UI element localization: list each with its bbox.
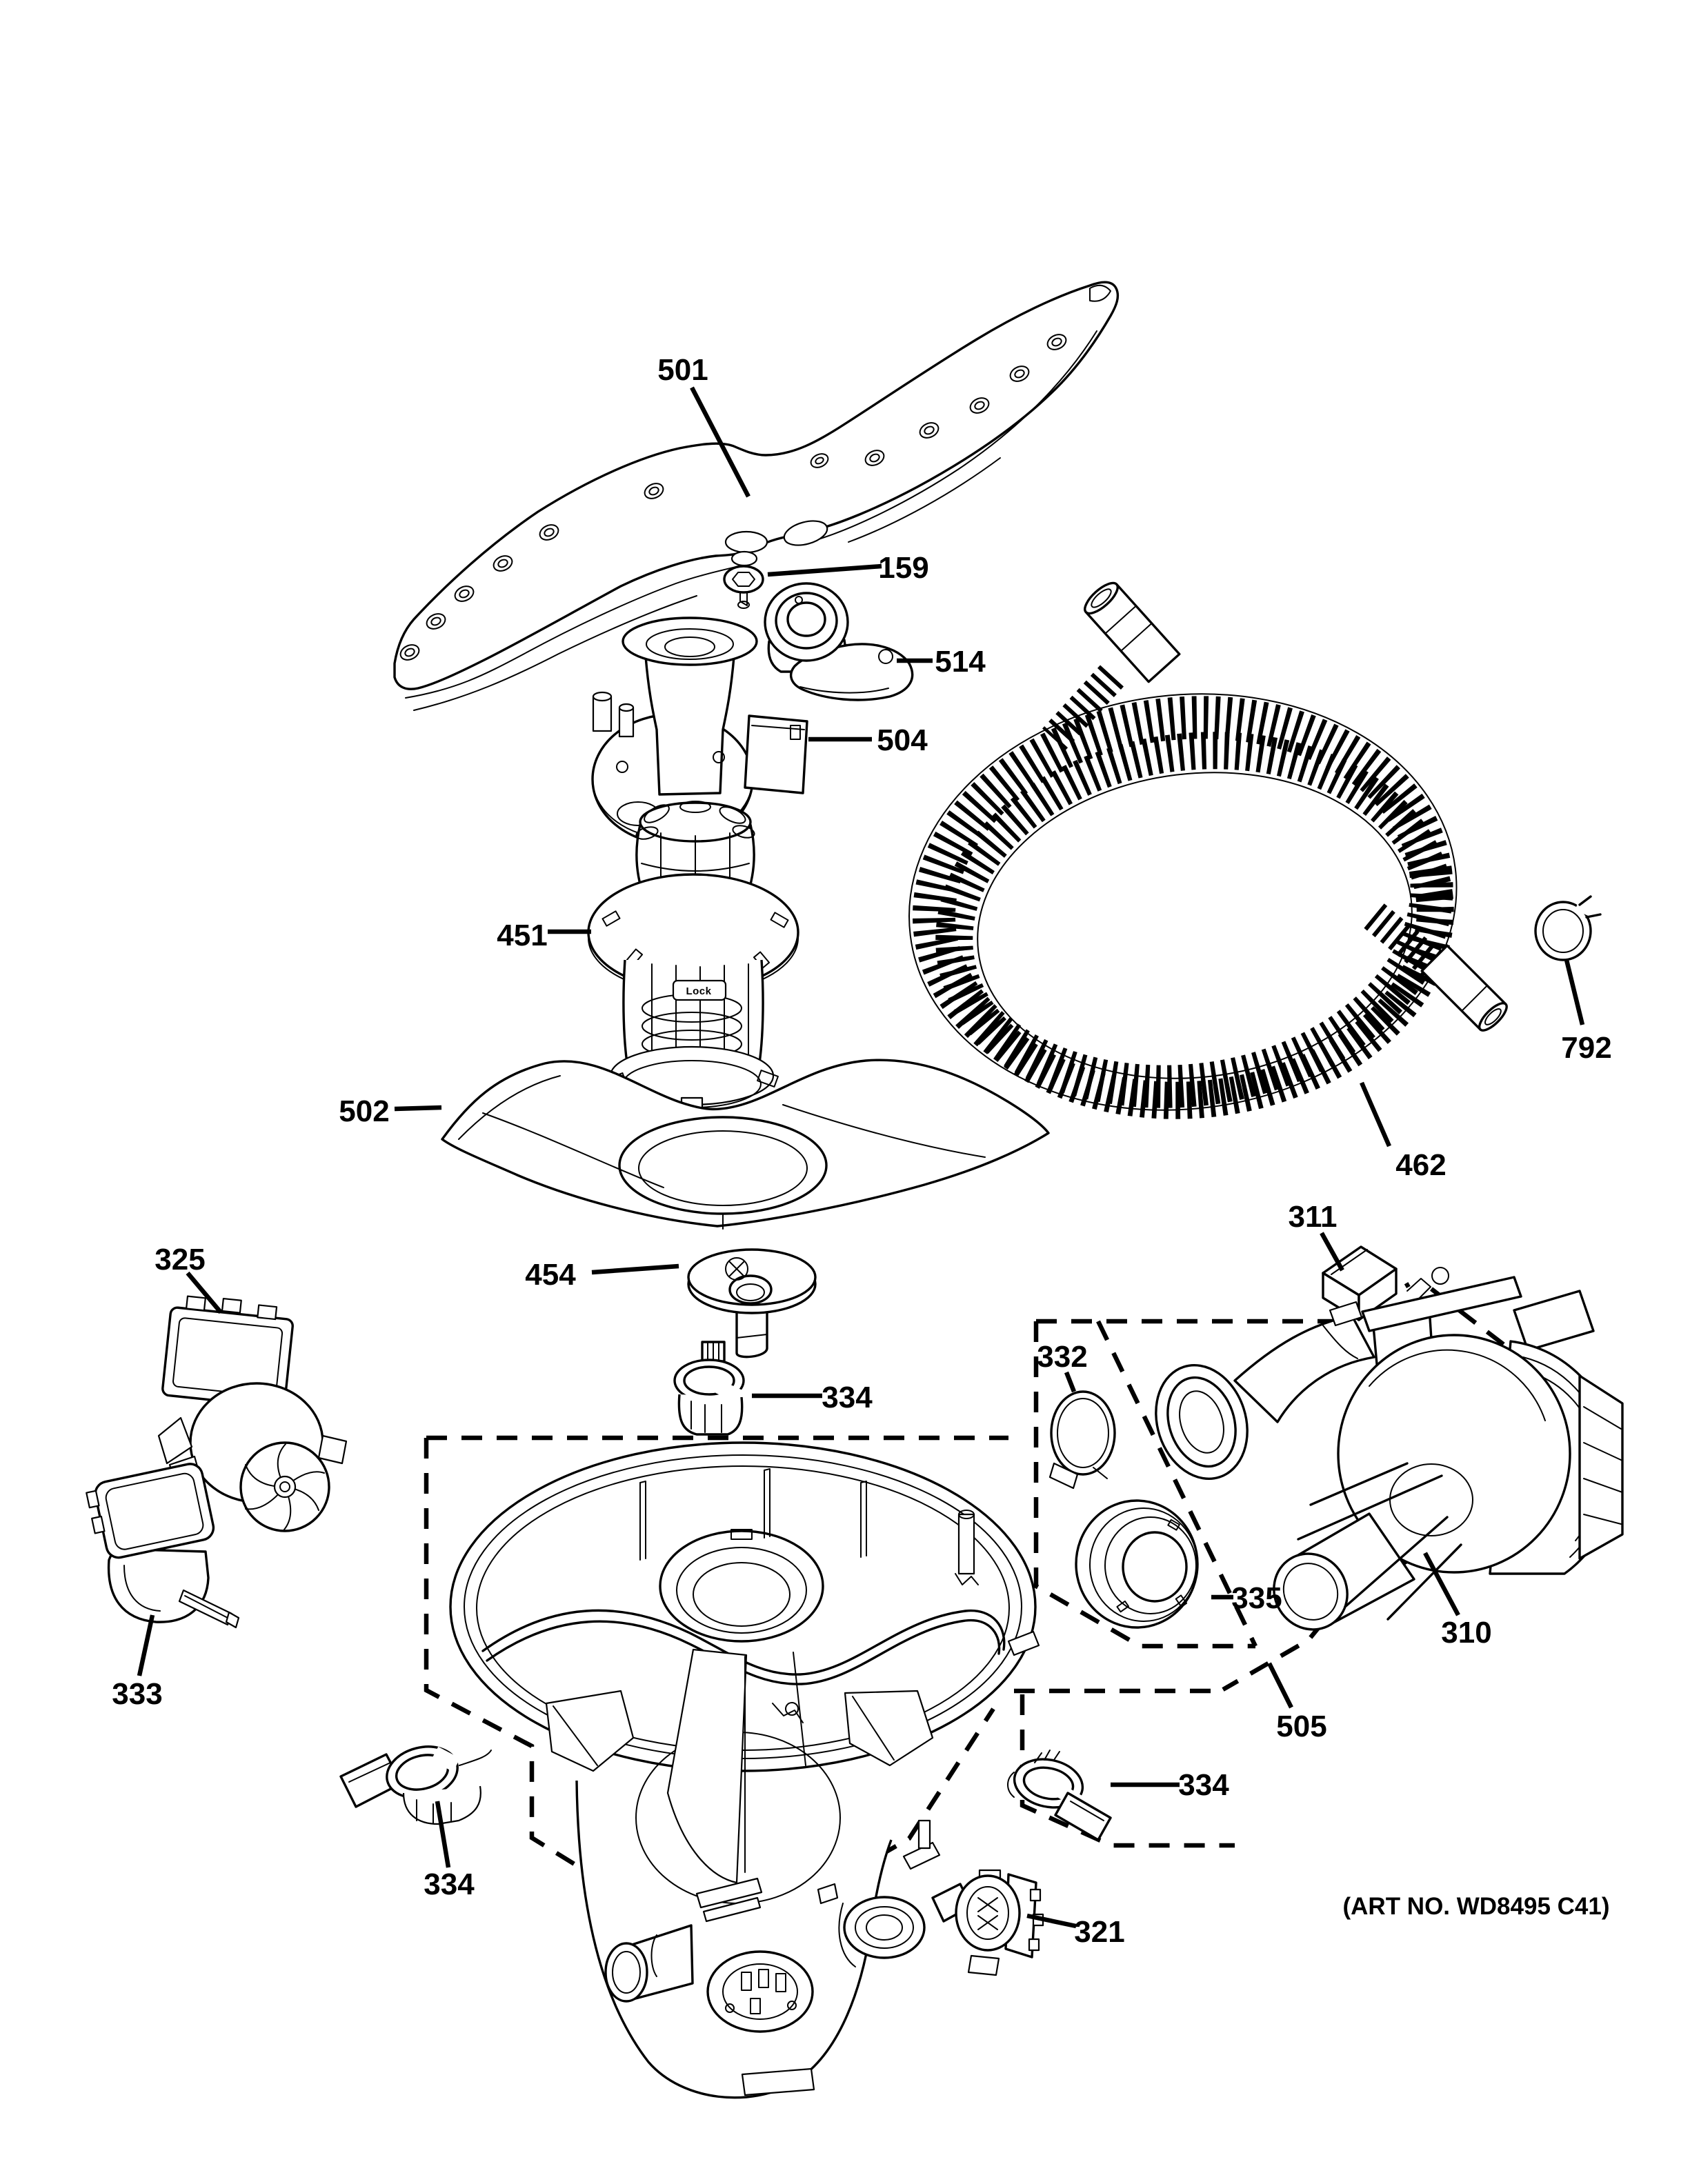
- filter-assembly: Lock: [587, 801, 799, 1110]
- sump-bottom-manifold: [706, 1950, 814, 2033]
- leader-505: [1267, 1662, 1293, 1709]
- callout-454-label: 454: [525, 1258, 576, 1292]
- leader-454: [591, 1263, 679, 1275]
- leader-462: [1360, 1081, 1391, 1148]
- leader-311: [1320, 1232, 1344, 1272]
- leader-310: [1423, 1552, 1460, 1616]
- sump-right-post: [955, 1510, 979, 1585]
- sump-center-ring: [659, 1529, 824, 1643]
- hose-clamp-center: [673, 1341, 745, 1436]
- callout-505-label: 505: [1276, 1710, 1326, 1743]
- motor-outlet-tube: [1273, 1462, 1462, 1631]
- sump-left-pipe: [604, 1877, 763, 2003]
- leader-501: [690, 386, 750, 498]
- callout-332-label: 332: [1037, 1340, 1087, 1374]
- pump-seal: [1075, 1499, 1199, 1629]
- motor-inlet-elbow: [1155, 1301, 1363, 1481]
- hose-end-segment-bottom: [1364, 903, 1447, 979]
- leader-159: [767, 563, 882, 577]
- hose-clamp-332: [1048, 1390, 1116, 1490]
- spray-arm-nut: [723, 565, 764, 609]
- spray-arm-hub: [724, 520, 828, 567]
- diverter-pump: [86, 1463, 240, 1629]
- hose-cuff-top: [1084, 581, 1181, 683]
- callout-311-label: 311: [1289, 1200, 1338, 1234]
- hose-clamp-right: [1007, 1750, 1112, 1841]
- callout-792-label: 792: [1561, 1031, 1611, 1065]
- callout-462-label: 462: [1395, 1148, 1446, 1182]
- art-number: (ART NO. WD8495 C41): [1342, 1893, 1609, 1920]
- leader-321: [1026, 1913, 1077, 1929]
- leader-334-left: [435, 1801, 451, 1868]
- callout-321-label: 321: [1074, 1915, 1124, 1949]
- callout-335-label: 335: [1231, 1581, 1282, 1615]
- sump-assembly: [449, 1441, 1040, 2099]
- callout-333-label: 333: [112, 1677, 162, 1711]
- hose-end-segment-top: [1042, 665, 1124, 750]
- leader-333: [137, 1614, 155, 1676]
- callout-325-label: 325: [155, 1243, 205, 1276]
- callout-334-left-label: 334: [424, 1867, 475, 1901]
- spray-arm-support: [764, 582, 914, 701]
- wash-pump-motor: [1155, 1267, 1624, 1631]
- check-valve: [931, 1869, 1044, 1976]
- callout-334-right-label: 334: [1178, 1768, 1229, 1802]
- callout-502-label: 502: [339, 1094, 389, 1128]
- spray-arm-holes: [399, 284, 1111, 661]
- sump-right-port: [838, 1819, 941, 1967]
- hose-clamp-left: [339, 1745, 492, 1825]
- callout-159-label: 159: [878, 551, 928, 585]
- hose-clamp-792: [1534, 895, 1602, 961]
- callout-310-label: 310: [1441, 1616, 1491, 1650]
- filter-lock-text: Lock: [686, 985, 711, 997]
- hose-cuff-bottom: [1420, 944, 1508, 1032]
- callout-451-label: 451: [497, 919, 547, 952]
- leader-792: [1564, 959, 1585, 1025]
- callout-334-center-label: 334: [822, 1381, 873, 1414]
- callout-504-label: 504: [877, 723, 928, 757]
- callout-514-label: 514: [935, 645, 986, 679]
- leader-lines: [137, 386, 1585, 1929]
- callout-labels: 501 159 514 504 451 502 462 792 311 325 …: [112, 353, 1611, 1949]
- drain-hose: [908, 581, 1508, 1119]
- leader-325: [186, 1271, 223, 1314]
- leader-502: [394, 1105, 442, 1112]
- callout-501-label: 501: [657, 353, 708, 387]
- upper-spray-arm: [393, 281, 1120, 711]
- deflector-plate: [441, 1059, 1050, 1230]
- lock-text-plate: [672, 979, 727, 1001]
- inlet-funnel: [687, 1248, 817, 1359]
- leader-332: [1064, 1371, 1077, 1393]
